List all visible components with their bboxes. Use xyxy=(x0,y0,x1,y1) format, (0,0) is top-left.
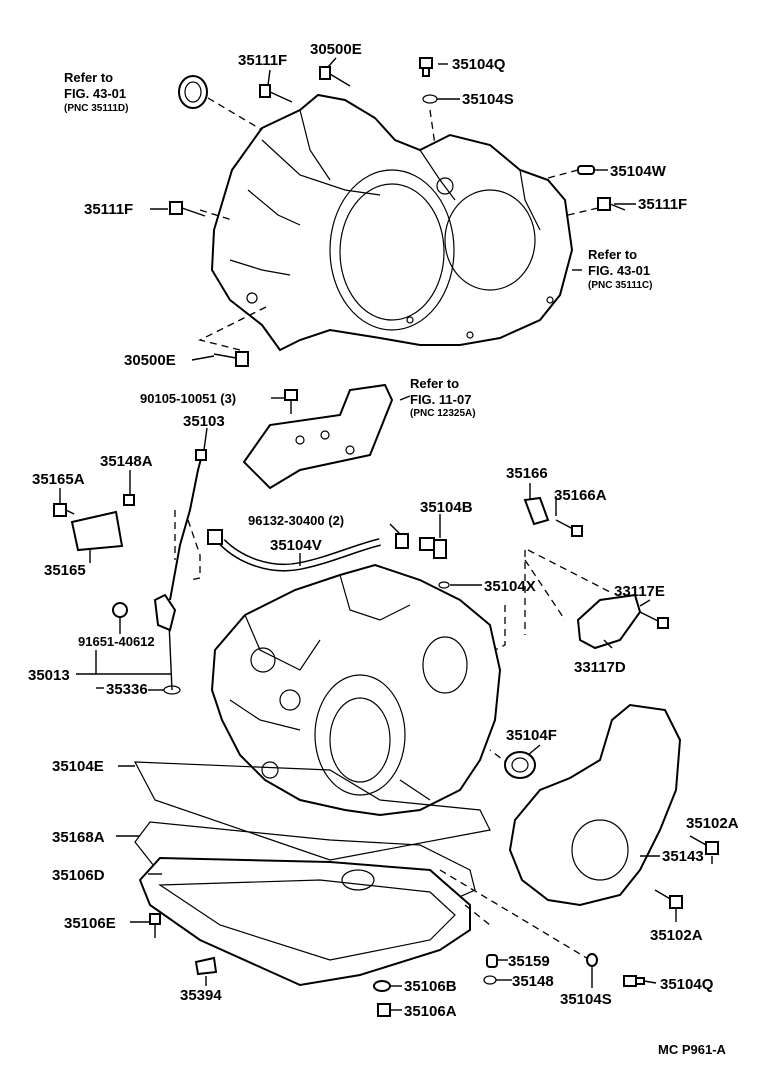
part-number-35103[interactable]: 35103 xyxy=(183,413,225,430)
part-number-35102A-right[interactable]: 35102A xyxy=(686,815,739,832)
union-35104B-drawing xyxy=(419,537,447,559)
refer-to-label-1: Refer to xyxy=(64,70,113,85)
part-number-35013[interactable]: 35013 xyxy=(28,667,70,684)
part-number-35104F[interactable]: 35104F xyxy=(506,727,557,744)
transmission-housing-drawing xyxy=(210,93,574,352)
gasket-35106B-drawing xyxy=(373,980,391,992)
bolt-30500E-bottom-drawing xyxy=(213,351,249,367)
gasket-35104X-drawing xyxy=(438,581,450,589)
part-number-35166A[interactable]: 35166A xyxy=(554,487,607,504)
part-number-35104V[interactable]: 35104V xyxy=(270,537,322,554)
part-number-35104X[interactable]: 35104X xyxy=(484,578,536,595)
pnc-reference-label-2: (PNC 35111C) xyxy=(588,280,652,291)
bolt-35111F-right-drawing xyxy=(597,197,626,211)
oil-seal-35104F-drawing xyxy=(504,751,536,779)
part-number-35106D[interactable]: 35106D xyxy=(52,867,105,884)
part-number-30500E-top[interactable]: 30500E xyxy=(310,41,362,58)
part-number-35168A[interactable]: 35168A xyxy=(52,829,105,846)
part-number-35148[interactable]: 35148 xyxy=(512,973,554,990)
leader-lines xyxy=(59,57,713,1011)
part-number-90105-10051[interactable]: 90105-10051 (3) xyxy=(140,391,236,406)
part-number-35165A[interactable]: 35165A xyxy=(32,471,85,488)
magnet-35394-drawing xyxy=(194,956,218,976)
part-number-35159[interactable]: 35159 xyxy=(508,953,550,970)
part-number-35166[interactable]: 35166 xyxy=(506,465,548,482)
bolt-35111F-left-drawing xyxy=(169,201,206,217)
plug-35104Q-top-drawing xyxy=(419,57,433,77)
gasket-35104S-top-drawing xyxy=(422,94,438,104)
part-number-35102A-bottom[interactable]: 35102A xyxy=(650,927,703,944)
bolt-35111F-top-drawing xyxy=(259,84,293,103)
nut-35148A-drawing xyxy=(123,494,135,506)
part-labels: Refer to FIG. 43-01 (PNC 35111D) 35111F … xyxy=(28,41,739,1057)
part-number-35104S-top[interactable]: 35104S xyxy=(462,91,514,108)
clamp-35166-drawing xyxy=(523,496,550,526)
bracket-33117D-drawing xyxy=(576,593,642,650)
fig-reference-label-1[interactable]: FIG. 43-01 xyxy=(64,86,126,101)
clip-91651-drawing xyxy=(112,602,128,618)
part-number-35104Q-bottom[interactable]: 35104Q xyxy=(660,976,714,993)
part-number-35104S-bottom[interactable]: 35104S xyxy=(560,991,612,1008)
oil-pan-35106D-drawing xyxy=(138,856,471,987)
part-number-35111F-top[interactable]: 35111F xyxy=(238,52,287,69)
part-number-35104B[interactable]: 35104B xyxy=(420,499,473,516)
part-number-35104Q-top[interactable]: 35104Q xyxy=(452,56,506,73)
bolt-35102A-bottom-drawing xyxy=(654,889,683,909)
part-number-35104E[interactable]: 35104E xyxy=(52,758,104,775)
side-cover-35143-drawing xyxy=(508,703,682,907)
part-number-35148A[interactable]: 35148A xyxy=(100,453,153,470)
bolt-35102A-right-drawing xyxy=(689,835,719,855)
gasket-35148-drawing xyxy=(483,975,497,985)
plug-35106A-drawing xyxy=(377,1003,391,1017)
part-number-35111F-left[interactable]: 35111F xyxy=(84,201,133,218)
refer-to-label-3: Refer to xyxy=(410,376,459,391)
part-number-35111F-right[interactable]: 35111F xyxy=(638,196,687,213)
part-number-33117D[interactable]: 33117D xyxy=(574,659,626,676)
part-number-35336[interactable]: 35336 xyxy=(106,681,148,698)
pin-35104W-drawing xyxy=(577,165,595,175)
pnc-reference-label-3: (PNC 12325A) xyxy=(410,408,476,419)
oil-seal-35111D-drawing xyxy=(178,75,208,109)
part-number-30500E-bottom[interactable]: 30500E xyxy=(124,352,176,369)
part-number-35106B[interactable]: 35106B xyxy=(404,978,457,995)
refer-to-label-2: Refer to xyxy=(588,247,637,262)
part-number-96132-30400[interactable]: 96132-30400 (2) xyxy=(248,513,344,528)
part-number-35106A[interactable]: 35106A xyxy=(404,1003,457,1020)
part-number-35394[interactable]: 35394 xyxy=(180,987,222,1004)
bolt-30500E-top-drawing xyxy=(319,66,351,87)
gasket-35104S-bottom-drawing xyxy=(586,953,598,967)
gasket-35104E-drawing xyxy=(133,761,491,861)
bolt-35166A-drawing xyxy=(555,519,583,537)
bracket-35165-drawing xyxy=(70,510,124,552)
part-number-33117E[interactable]: 33117E xyxy=(614,583,665,600)
part-number-35165[interactable]: 35165 xyxy=(44,562,86,579)
part-number-35104W[interactable]: 35104W xyxy=(610,163,667,180)
bolt-90105-drawing xyxy=(284,389,298,414)
fig-reference-label-2[interactable]: FIG. 43-01 xyxy=(588,263,650,278)
bolt-35165A-drawing xyxy=(53,503,75,517)
fig-reference-label-3[interactable]: FIG. 11-07 xyxy=(410,392,471,407)
transaxle-case-drawing xyxy=(210,563,502,817)
pnc-reference-label-1: (PNC 35111D) xyxy=(64,103,128,114)
illustration-code: MC P961-A xyxy=(658,1042,727,1057)
filter-35159-drawing xyxy=(486,954,498,968)
dipstick-tube-35013-drawing xyxy=(153,449,207,691)
plug-35104Q-bottom-drawing xyxy=(623,975,645,987)
bolt-33117E-drawing xyxy=(639,611,669,629)
bolt-35106E-drawing xyxy=(149,913,161,938)
bracket-12325A-drawing xyxy=(242,383,394,490)
part-number-91651-40612[interactable]: 91651-40612 xyxy=(78,634,155,649)
part-number-35143[interactable]: 35143 xyxy=(662,848,704,865)
part-number-35106E[interactable]: 35106E xyxy=(64,915,116,932)
